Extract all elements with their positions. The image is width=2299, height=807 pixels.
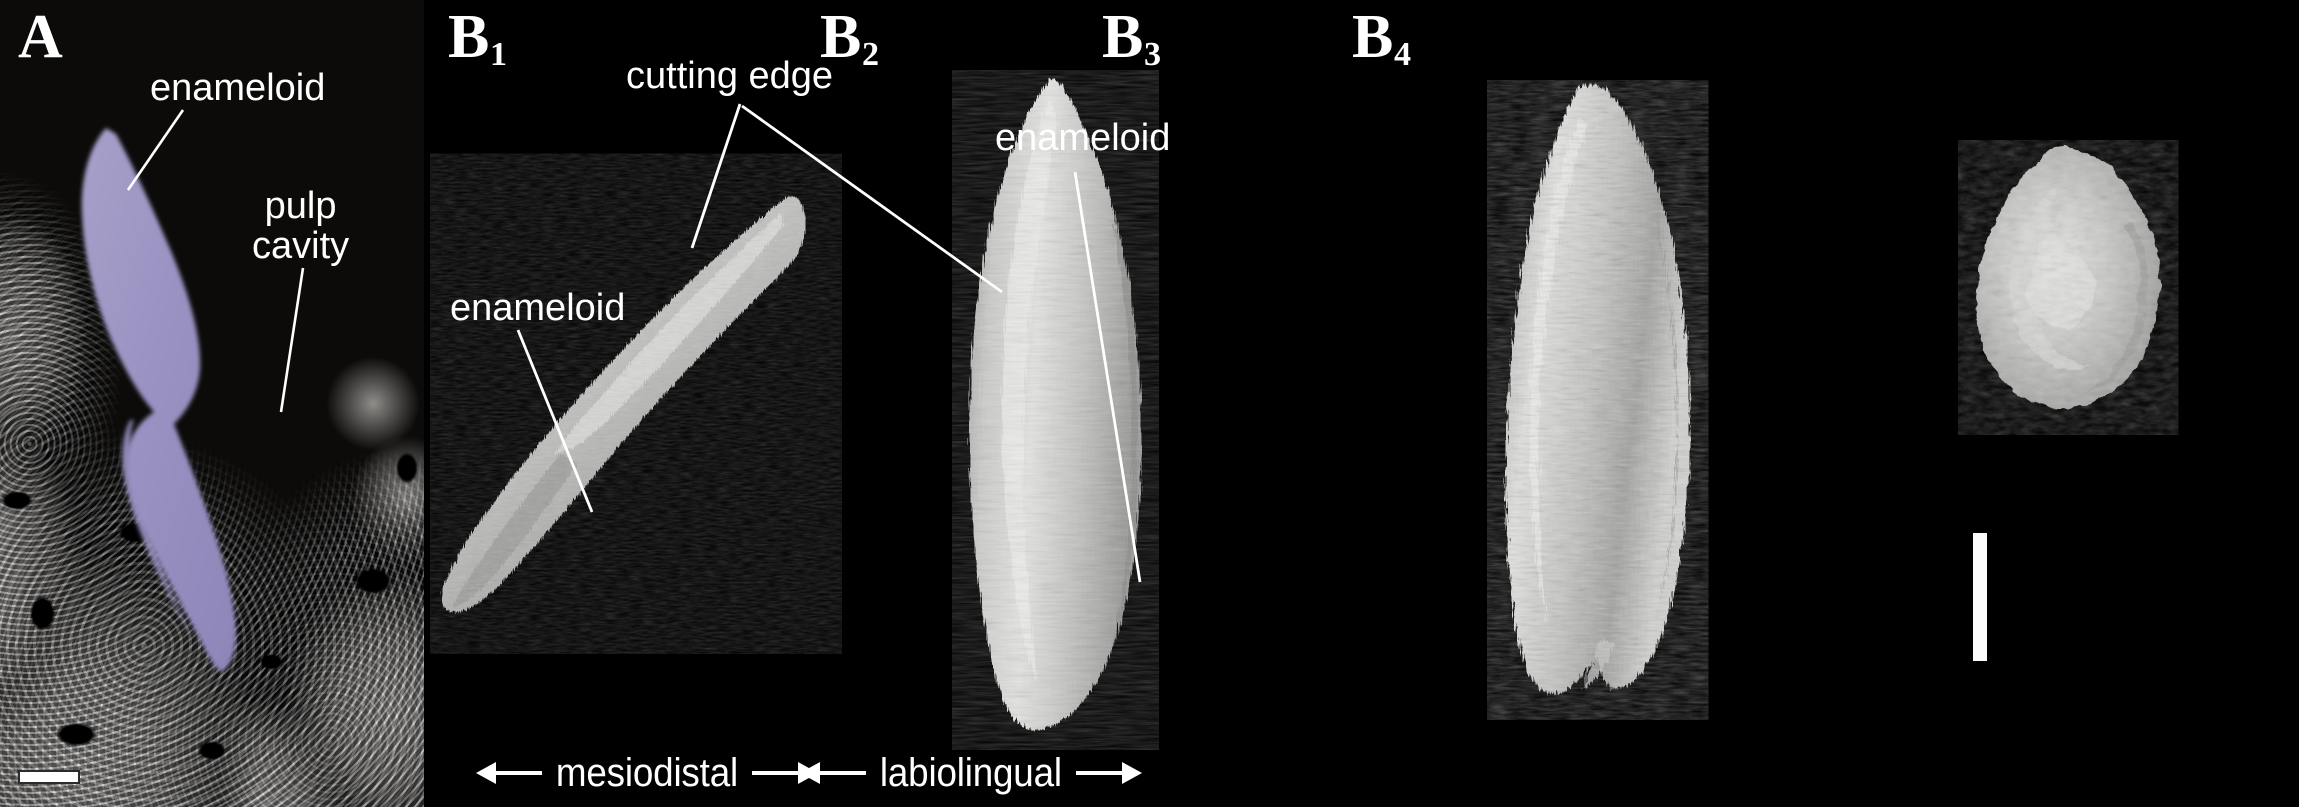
scale-bar-panel-b [1973,533,1987,661]
panel-label-b3: B3 [1102,3,1161,71]
panel-label-b2: B2 [820,3,879,71]
panel-b: B1 B2 B3 B4 enameloid cutting edge ename… [430,0,2299,807]
panel-label-b2-letter: B [820,3,862,71]
specimen-b3-tooth [1505,84,1690,694]
panel-label-b2-subscript: 2 [862,35,880,73]
arrow-shaft-right [751,771,798,775]
specimen-b4-tooth [1976,145,2160,409]
panel-label-b1-letter: B [448,3,490,71]
specimen-b2-tooth [969,78,1142,731]
arrow-left-icon [800,762,820,784]
orientation-label-labiolingual: labiolingual [800,753,1142,793]
panel-label-a: A [18,3,63,71]
arrow-shaft-left [820,771,866,775]
panel-label-b4-letter: B [1352,3,1394,71]
panel-label-b3-subscript: 3 [1144,35,1162,73]
orientation-label-mesiodistal: mesiodistal [476,753,818,793]
arrow-left-icon [476,762,496,784]
enameloid-highlight-region [81,128,236,672]
panel-label-b1-subscript: 1 [490,35,508,73]
panel-label-b4-subscript: 4 [1394,35,1412,73]
arrow-shaft-right [1075,771,1122,775]
annotation-pulp-cavity: pulp cavity [252,185,350,268]
panel-a: A enameloid pulp cavity [0,0,424,807]
orientation-text-labiolingual: labiolingual [879,751,1062,795]
panel-label-b1: B1 [448,3,507,71]
specimen-b1-tooth [441,195,806,613]
annotation-enameloid-b1: enameloid [450,287,626,329]
annotation-enameloid-panel-a: enameloid [150,67,326,109]
arrow-right-icon [1121,762,1142,784]
ct-scan-pore-voids [0,0,424,807]
annotation-cutting-edge: cutting edge [626,55,834,97]
panel-label-b3-letter: B [1102,3,1144,71]
scale-bar-panel-a [18,770,80,784]
panel-label-b4: B4 [1352,3,1411,71]
annotation-enameloid-b3: enameloid [995,117,1171,159]
arrow-shaft-left [496,771,542,775]
orientation-text-mesiodistal: mesiodistal [555,751,738,795]
